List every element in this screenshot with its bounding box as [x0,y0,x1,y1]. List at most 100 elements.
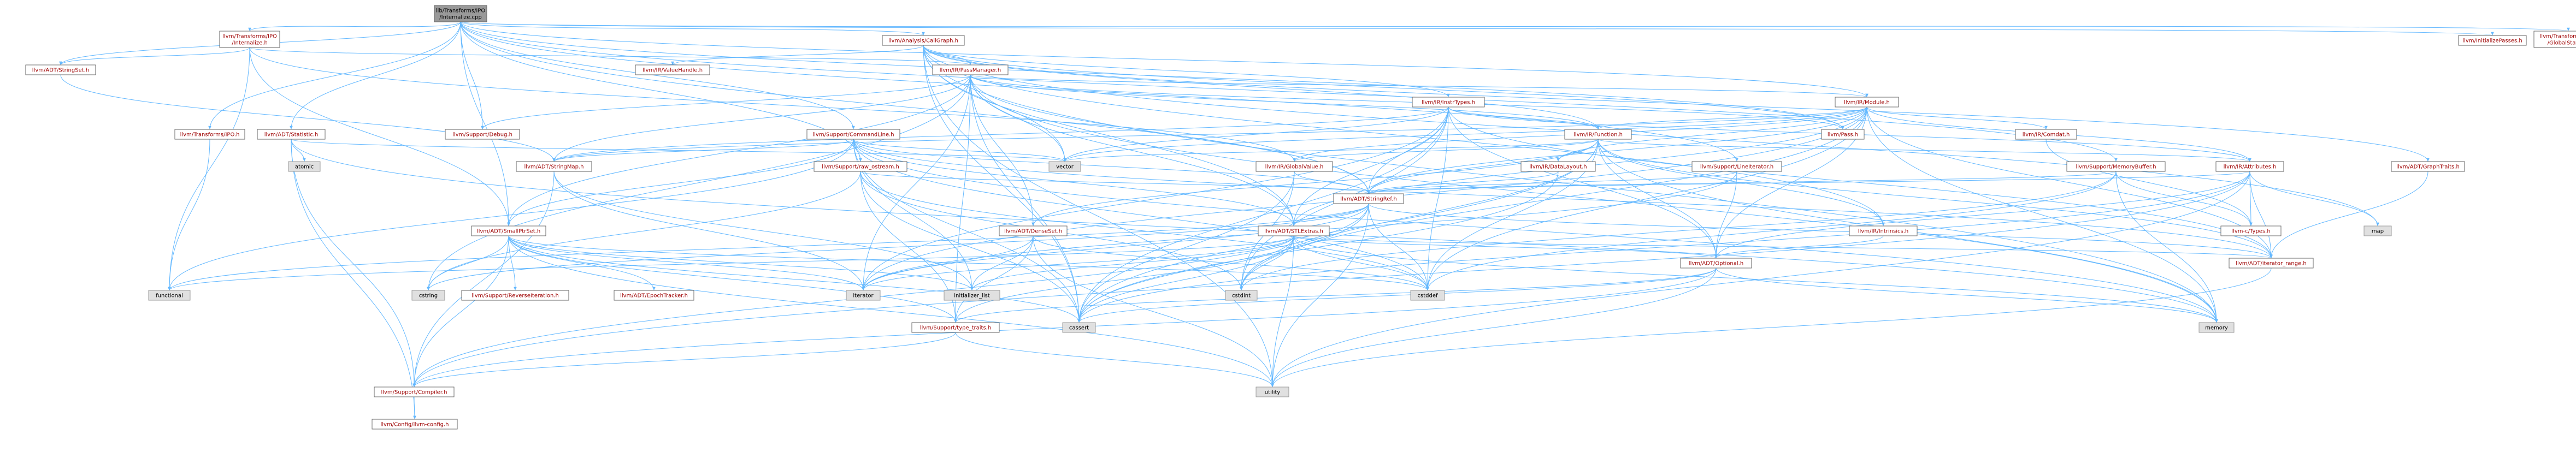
node-label: llvm/ADT/EpochTracker.h [620,293,688,299]
edge-adt_statistic-to-config_llvm_config [291,139,416,420]
edge-analysis_callgraph-to-pass_h [923,45,1844,130]
node-initialize-passes[interactable]: llvm/InitializePasses.h [2458,35,2527,46]
node-pass-h[interactable]: llvm/Pass.h [1821,129,1865,140]
node-adt-graphtraits[interactable]: llvm/ADT/GraphTraits.h [2391,161,2465,172]
edge-root-to-transforms_ipo [208,21,461,130]
node-box [471,225,546,236]
node-support-compiler[interactable]: llvm/Support/Compiler.h [374,386,455,397]
edge-ir_passmanager-to-sys_vector [970,74,1066,162]
edge-ir_function-to-sys_vector [1063,139,1599,162]
edge-ir_globalvalue-to-sys_cassert [1077,171,1295,323]
node-ir-function[interactable]: llvm/IR/Function.h [1564,129,1632,140]
node-ir-module[interactable]: llvm/IR/Module.h [1835,97,1899,108]
node-box [846,290,881,301]
node-support-raw-ostream[interactable]: llvm/Support/raw_ostream.h [814,161,907,172]
node-adt-stlextras[interactable]: llvm/ADT/STLExtras.h [1258,225,1330,236]
edge-support_memorybuffer-to-sys_cstddef [1426,171,2117,291]
edge-analysis_callgraph-to-adt_graphtraits [923,45,2430,162]
node-support-commandline[interactable]: llvm/Support/CommandLine.h [806,129,900,140]
node-globalstatus[interactable]: llvm/Transforms/Utils/GlobalStatus.h [2533,31,2576,48]
edge-adt_stringref-to-sys_functional [168,203,1369,291]
node-label: vector [1056,164,1074,170]
node-transforms-ipo[interactable]: llvm/Transforms/IPO.h [174,129,245,140]
edge-support_raw_ostream-to-sys_cassert [860,171,1081,323]
node-ir-valuehandle[interactable]: llvm/IR/ValueHandle.h [635,64,710,75]
edge-analysis_callgraph-to-sys_cassert [923,45,1081,323]
node-adt-stringset[interactable]: llvm/ADT/StringSet.h [25,64,96,75]
node-analysis-callgraph[interactable]: llvm/Analysis/CallGraph.h [882,35,965,46]
edge-ir_passmanager-to-adt_stringmap [552,74,971,162]
node-adt-stringmap[interactable]: llvm/ADT/StringMap.h [516,161,592,172]
edge-support_raw_ostream-to-sys_cstddef [860,171,1429,291]
node-ir-intrinsics[interactable]: llvm/IR/Intrinsics.h [1849,225,1918,236]
node-box [614,290,694,301]
node-label: llvm/Transforms/Utils [2540,34,2576,40]
node-adt-optional[interactable]: llvm/ADT/Optional.h [1680,258,1752,269]
node-root: lib/Transforms/IPO/Internalize.cpp [434,5,487,22]
node-box [1333,193,1404,204]
edge-ir_passmanager-to-sys_iterator [862,74,971,291]
node-label: memory [2205,325,2228,331]
node-label: llvm/ADT/Statistic.h [264,132,319,138]
edge-root-to-support_commandline [460,21,855,130]
node-ir-comdat[interactable]: llvm/IR/Comdat.h [2015,129,2077,140]
node-adt-statistic[interactable]: llvm/ADT/Statistic.h [257,129,326,140]
node-support-type-traits[interactable]: llvm/Support/type_traits.h [911,322,1000,333]
edge-support_memorybuffer-to-c_types [2115,171,2253,227]
node-label: llvm/Support/ReverseIteration.h [471,293,559,299]
node-ir-instrtypes[interactable]: llvm/IR/InstrTypes.h [1412,97,1485,108]
node-ir-datalayout[interactable]: llvm/IR/DataLayout.h [1520,161,1596,172]
node-c-types[interactable]: llvm-c/Types.h [2220,225,2282,236]
edge-support_lineiterator-to-adt_optional [1714,171,1737,259]
edge-ir_function-to-ir_globalvalue [1293,139,1599,162]
edge-adt_smallptrset-to-adt_epochtracker [508,235,656,291]
node-label: llvm/Config/llvm-config.h [381,422,449,428]
dependency-nodes: lib/Transforms/IPO/Internalize.cpp llvm/T… [25,5,2576,430]
edge-adt_densetset-to-sys_utility [1033,235,1274,388]
node-adt-smallptrset[interactable]: llvm/ADT/SmallPtrSet.h [471,225,546,236]
edge-root-to-support_lineiterator [460,21,1738,162]
node-support-memorybuffer[interactable]: llvm/Support/MemoryBuffer.h [2066,161,2166,172]
edge-support_lineiterator-to-adt_stringref [1367,171,1737,194]
edge-ir_comdat-to-c_types [2046,139,2253,227]
edge-ir_instrtypes-to-ir_function [1448,106,1600,130]
node-ir-passmanager[interactable]: llvm/IR/PassManager.h [932,64,1009,75]
node-ir-globalvalue[interactable]: llvm/IR/GlobalValue.h [1255,161,1333,172]
edge-support_type_traits-to-support_compiler [412,332,956,388]
edge-adt_smallptrset-to-sys_cstring [427,235,509,291]
edge-root-to-support_raw_ostream [460,21,862,162]
node-adt-densetset[interactable]: llvm/ADT/DenseSet.h [999,225,1068,236]
edge-ir_attributes-to-adt_optional [1714,171,2250,259]
node-ir-attributes[interactable]: llvm/IR/Attributes.h [2215,161,2284,172]
node-support-debug[interactable]: llvm/Support/Debug.h [445,129,520,140]
edge-support_commandline-to-adt_stringref [853,139,1370,194]
node-box [2363,225,2392,236]
node-box [2220,225,2282,236]
node-support-reverseiteration[interactable]: llvm/Support/ReverseIteration.h [461,290,569,301]
edge-adt_stlextras-to-sys_cassert [1077,235,1294,323]
edge-ir_globalvalue-to-adt_stringref [1294,171,1370,194]
edge-adt_stlextras-to-sys_utility [1271,235,1294,388]
node-label: llvm/IR/GlobalValue.h [1265,164,1324,170]
edge-ir_module-to-sys_memory [1866,106,2218,323]
edge-adt_graphtraits-to-adt_iterator_range [2270,171,2428,259]
edge-ir_function-to-ir_attributes [1598,139,2251,162]
node-adt-stringref[interactable]: llvm/ADT/StringRef.h [1333,193,1404,204]
edge-root-to-adt_statistic [290,21,461,130]
edge-analysis_callgraph-to-sys_map [923,45,2379,227]
node-support-lineiterator[interactable]: llvm/Support/LineIterator.h [1691,161,1782,172]
edge-root-to-support_debug [460,21,484,130]
node-label: llvm/ADT/GraphTraits.h [2396,164,2460,170]
node-config-llvm-config[interactable]: llvm/Config/llvm-config.h [372,419,458,430]
edge-support_memorybuffer-to-adt_stringref [1367,171,2117,194]
node-transforms-ipo-internalize[interactable]: llvm/Transforms/IPO/Internalize.h [219,31,280,48]
edge-adt_stringmap-to-support_compiler [412,171,555,388]
node-sys-initializer-list: initializer_list [944,290,1000,301]
edge-analysis_callgraph-to-ir_intrinsics [923,45,1885,227]
node-adt-iterator-range[interactable]: llvm/ADT/iterator_range.h [2229,258,2314,269]
node-box [2198,322,2235,333]
node-sys-map: map [2363,225,2392,236]
node-label: llvm/Support/type_traits.h [920,325,991,331]
node-label: llvm/Support/CommandLine.h [812,132,894,138]
node-adt-epochtracker[interactable]: llvm/ADT/EpochTracker.h [614,290,694,301]
